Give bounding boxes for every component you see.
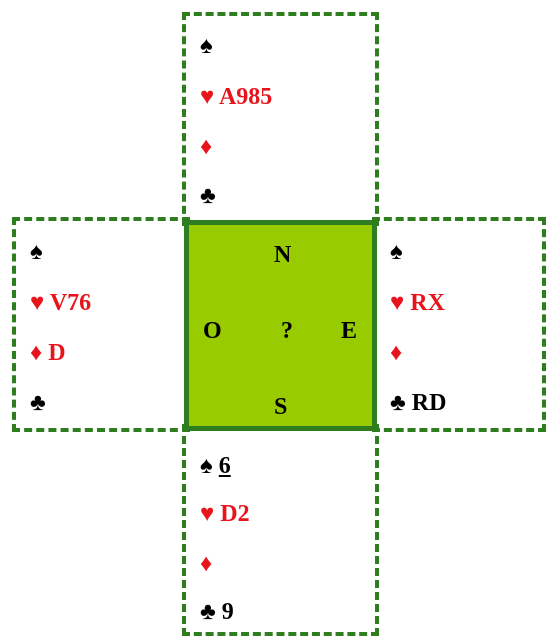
spade-icon: ♠ xyxy=(30,239,43,265)
south-spades-row: ♠ 6 xyxy=(200,452,231,480)
club-icon: ♣ xyxy=(390,390,406,416)
east-hearts-row: ♥ RX xyxy=(390,289,445,317)
south-hand: ♠ 6 ♥ D2 ♦ ♣ 9 xyxy=(182,424,379,636)
west-hearts-row: ♥ V76 xyxy=(30,289,91,317)
compass-west-label: O xyxy=(203,318,222,344)
compass-east-label: E xyxy=(341,318,358,344)
south-diamonds-row: ♦ xyxy=(200,550,212,578)
west-spades-row: ♠ xyxy=(30,238,43,266)
heart-icon: ♥ xyxy=(390,290,405,316)
diamond-icon: ♦ xyxy=(200,134,213,160)
east-hand: ♠ ♥ RX ♦ ♣ RD xyxy=(372,217,546,432)
east-diamonds-row: ♦ xyxy=(390,339,402,367)
club-icon: ♣ xyxy=(200,599,216,625)
heart-icon: ♥ xyxy=(30,290,45,316)
south-hearts-cards: D2 xyxy=(220,501,250,527)
diamond-icon: ♦ xyxy=(30,340,43,366)
west-diamonds-row: ♦ D xyxy=(30,339,66,367)
north-hearts-cards: A985 xyxy=(218,84,273,110)
east-spades-row: ♠ xyxy=(390,238,403,266)
spade-icon: ♠ xyxy=(200,453,213,479)
west-diamonds-cards: D xyxy=(48,340,66,366)
west-hearts-cards: V76 xyxy=(49,290,92,316)
south-spades-cards: 6 xyxy=(218,453,231,479)
south-hearts-row: ♥ D2 xyxy=(200,500,250,528)
north-hearts-row: ♥ A985 xyxy=(200,83,272,111)
club-icon: ♣ xyxy=(30,390,46,416)
club-icon: ♣ xyxy=(200,183,216,209)
heart-icon: ♥ xyxy=(200,84,215,110)
north-clubs-row: ♣ xyxy=(200,182,216,210)
south-clubs-row: ♣ 9 xyxy=(200,598,234,626)
diamond-icon: ♦ xyxy=(200,551,213,577)
spade-icon: ♠ xyxy=(390,239,403,265)
compass-north-label: N xyxy=(274,242,292,268)
east-clubs-cards: RD xyxy=(411,390,447,416)
diamond-icon: ♦ xyxy=(390,340,403,366)
compass-south-label: S xyxy=(274,394,288,420)
north-diamonds-row: ♦ xyxy=(200,133,212,161)
spade-icon: ♠ xyxy=(200,33,213,59)
west-clubs-row: ♣ xyxy=(30,389,46,417)
heart-icon: ♥ xyxy=(200,501,215,527)
north-spades-row: ♠ xyxy=(200,32,213,60)
current-trick-question: ? xyxy=(281,318,293,344)
west-hand: ♠ ♥ V76 ♦ D ♣ xyxy=(12,217,190,432)
east-clubs-row: ♣ RD xyxy=(390,389,446,417)
east-hearts-cards: RX xyxy=(410,290,445,316)
south-clubs-cards: 9 xyxy=(221,599,234,625)
table-center: N O ? E S xyxy=(184,220,377,431)
north-hand: ♠ ♥ A985 ♦ ♣ xyxy=(182,12,379,226)
